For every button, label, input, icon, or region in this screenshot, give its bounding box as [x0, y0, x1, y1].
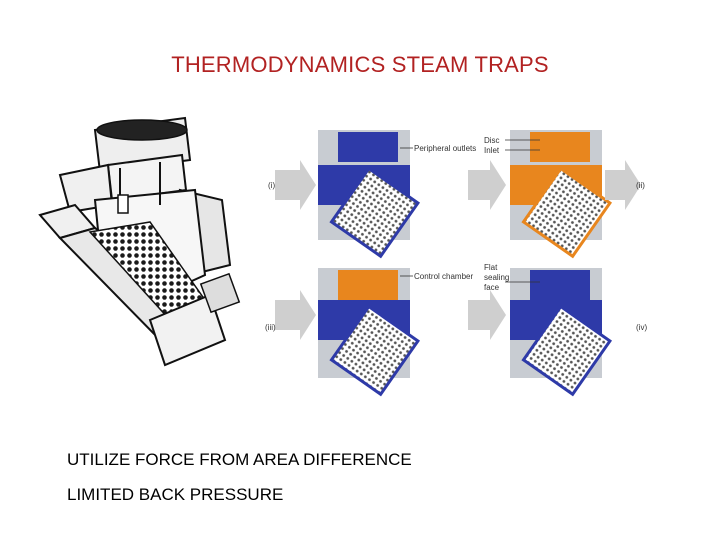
stage-i-diagram: [275, 130, 421, 259]
face-label: face: [484, 283, 500, 292]
disc-label: Disc: [484, 136, 500, 145]
bullet-area-difference: UTILIZE FORCE FROM AREA DIFFERENCE: [67, 450, 412, 469]
inlet-label: Inlet: [484, 146, 500, 155]
control-chamber-label: Control chamber: [414, 272, 473, 281]
bullet-back-pressure: LIMITED BACK PRESSURE: [67, 485, 284, 504]
stage-iii-label: (iii): [265, 323, 276, 332]
stage-i-label: (i): [268, 181, 275, 190]
peripheral-outlets-label: Peripheral outlets: [414, 144, 476, 153]
stage-ii-diagram: [468, 130, 641, 259]
flat-label: Flat: [484, 263, 498, 272]
slide-title: THERMODYNAMICS STEAM TRAPS: [171, 52, 549, 77]
stage-ii-label: (ii): [636, 181, 645, 190]
stage-iv-label: (iv): [636, 323, 647, 332]
cutaway-trap-drawing: [38, 116, 241, 367]
stage-iv-diagram: [468, 268, 613, 397]
stage-iii-diagram: [275, 268, 421, 397]
sealing-label: sealing: [484, 273, 509, 282]
